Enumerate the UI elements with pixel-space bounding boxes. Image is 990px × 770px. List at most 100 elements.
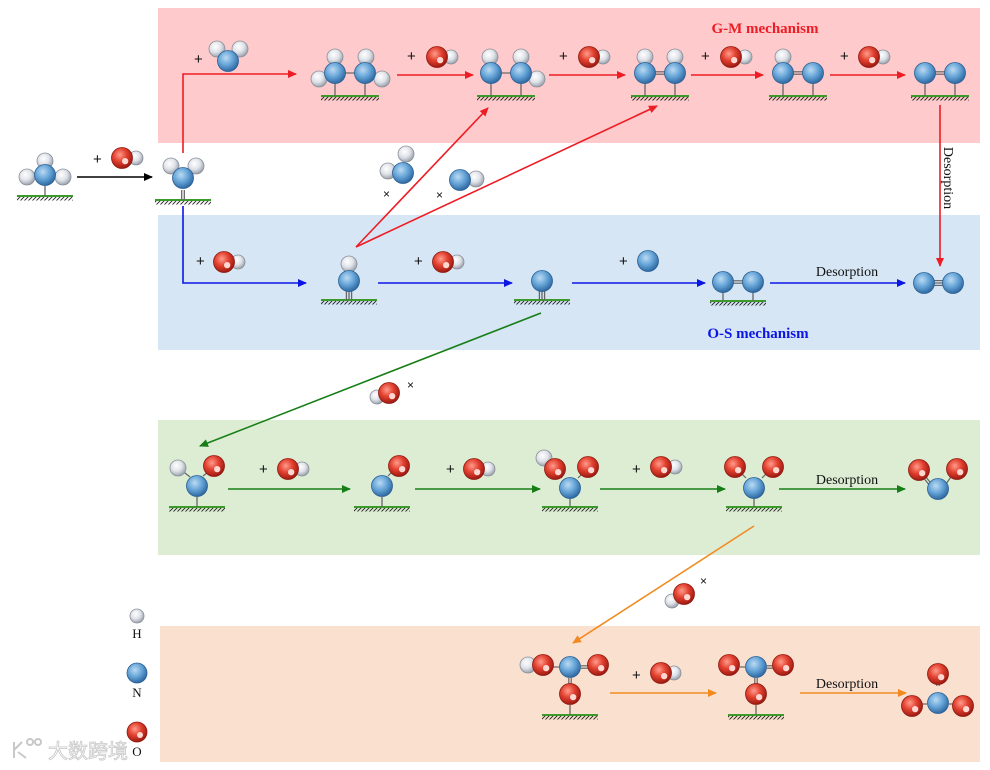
atom-n (510, 62, 532, 84)
plus-sign: + (632, 461, 641, 478)
highlight (443, 262, 450, 269)
atom-h (169, 459, 187, 477)
reactant-nh3 (208, 40, 249, 72)
plus-sign: + (407, 48, 416, 65)
atom-n (126, 662, 148, 684)
molecule-n2h3-adsorbed (477, 48, 546, 101)
reactant-oh (432, 251, 465, 273)
highlight (912, 706, 919, 713)
molecule-n2h-adsorbed (769, 48, 827, 101)
atom-o (126, 721, 148, 743)
atom-h (18, 168, 36, 186)
atom-o (213, 251, 235, 273)
reactant-oh (111, 147, 144, 169)
atom-o (745, 683, 767, 705)
atom-o (650, 662, 672, 684)
legend-atom-o (126, 721, 148, 743)
molecule-hno2-adsorbed (535, 449, 599, 512)
highlight (684, 594, 691, 601)
surface-hatch (726, 508, 782, 512)
plus-sign: + (196, 253, 205, 270)
orange-desorption-label: Desorption (816, 677, 878, 692)
reactant-oh (650, 456, 683, 478)
highlight (399, 466, 406, 473)
reactant-oh (463, 458, 496, 480)
molecule-n-adsorbed (514, 270, 570, 305)
atom-n (743, 477, 765, 499)
atom-n (217, 50, 239, 72)
surface-hatch (354, 508, 410, 512)
reactant-oh (858, 46, 891, 68)
molecules (17, 40, 974, 743)
atom-o (772, 654, 794, 676)
reactant-nh2-crossed (449, 169, 485, 191)
surface-hatch (514, 301, 570, 305)
surface-hatch (321, 301, 377, 305)
atom-h (373, 70, 391, 88)
highlight (555, 469, 562, 476)
legend-label-h: H (132, 626, 141, 641)
atom-n (338, 270, 360, 292)
cross-sign: × (436, 188, 443, 202)
atom-n (172, 167, 194, 189)
highlight (588, 467, 595, 474)
surface-hatch (911, 97, 969, 101)
atom-h (340, 255, 358, 273)
atom-h (187, 157, 205, 175)
surface-hatch (155, 201, 211, 205)
surface-hatch (542, 716, 598, 720)
plus-sign: + (701, 48, 710, 65)
surface-hatch (631, 97, 689, 101)
atom-o (673, 583, 695, 605)
legend-label-n: N (132, 685, 142, 700)
atom-o (544, 458, 566, 480)
no2-to-hno3-arrow (572, 525, 755, 644)
atom-n (927, 478, 949, 500)
atom-h (129, 608, 145, 624)
surface-hatch (769, 97, 827, 101)
atom-o (577, 456, 599, 478)
highlight (729, 665, 736, 672)
molecule-n2h4-adsorbed (310, 48, 391, 101)
os-desorption-label: Desorption (816, 265, 878, 280)
plus-sign: + (414, 253, 423, 270)
atom-o (724, 456, 746, 478)
atom-o (388, 455, 410, 477)
molecule-nh-adsorbed (321, 255, 377, 305)
molecule-no2-gas (908, 458, 968, 500)
highlight (957, 469, 964, 476)
plus-sign: + (840, 48, 849, 65)
atom-n (802, 62, 824, 84)
atom-o (908, 459, 930, 481)
plus-sign: + (559, 48, 568, 65)
highlight (735, 467, 742, 474)
atom-n (712, 271, 734, 293)
reactant-oh (213, 251, 246, 273)
atom-n (34, 164, 56, 186)
cross-sign: × (407, 378, 414, 392)
n-to-hno-arrow (199, 312, 542, 447)
atom-n (392, 162, 414, 184)
atom-o (858, 46, 880, 68)
plus-signs: + + + + + + + + + + + + + × × × × (93, 48, 849, 684)
surface-hatch (477, 97, 535, 101)
molecule-nh3-adsorbed (17, 152, 73, 201)
atom-o (432, 251, 454, 273)
atom-n (324, 62, 346, 84)
highlight (661, 673, 668, 680)
atom-o (559, 683, 581, 705)
molecule-n2-gas (913, 272, 964, 294)
atom-n (913, 272, 935, 294)
highlight (288, 469, 295, 476)
atom-h (162, 157, 180, 175)
molecule-no-adsorbed (354, 455, 410, 512)
gm-desorption-label: Desorption (940, 147, 955, 209)
atom-o (426, 46, 448, 68)
molecule-no3-adsorbed (718, 654, 794, 720)
highlight (214, 466, 221, 473)
gm-branch-arrow (182, 70, 297, 153)
molecule-n2-adsorbed-os (710, 271, 766, 306)
atom-h (231, 40, 249, 58)
highlight (938, 674, 945, 681)
molecule-hno3-adsorbed (519, 654, 609, 720)
